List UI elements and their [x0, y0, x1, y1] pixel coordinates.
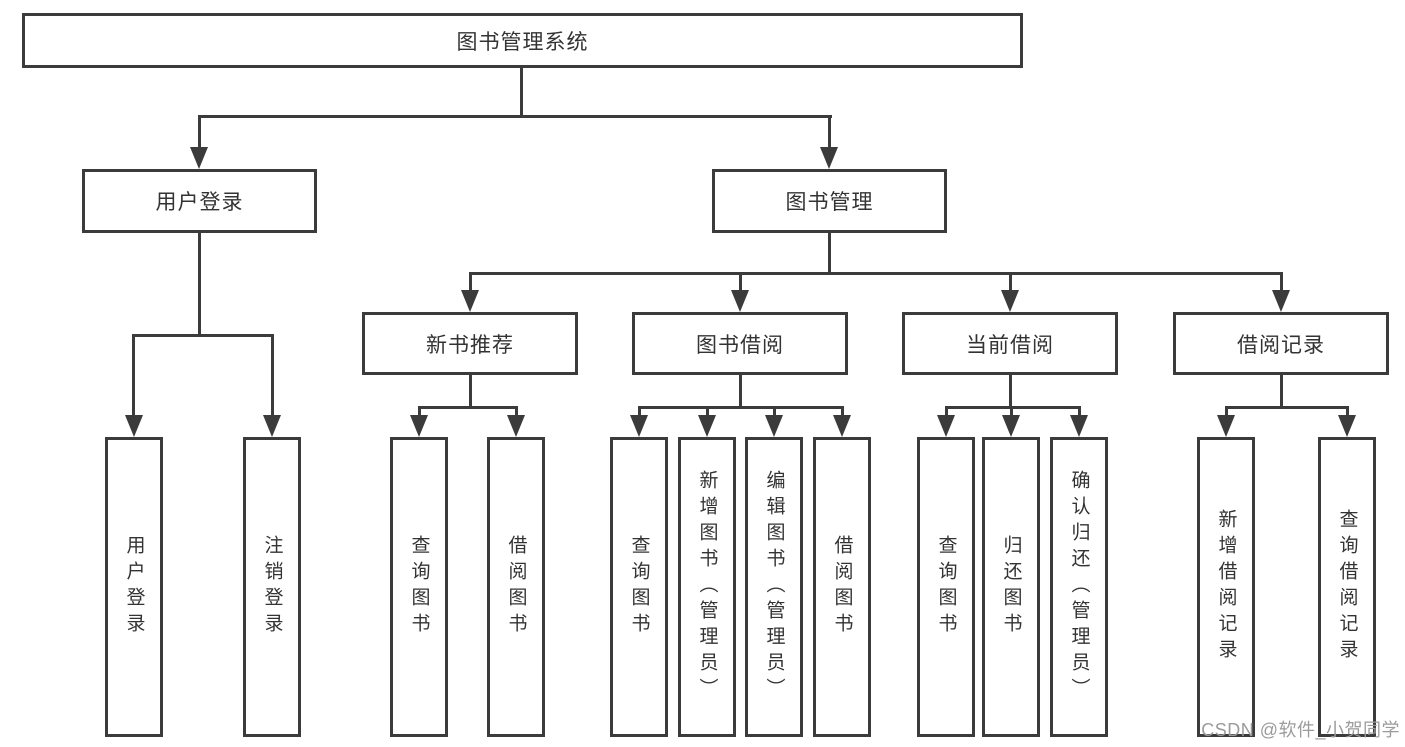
arrow-down-icon: [125, 415, 143, 437]
leaf-confirm-return-admin: 确认归还（管理员）: [1050, 437, 1108, 737]
node-library-management-system: 图书管理系统: [22, 13, 1023, 68]
connector-line: [469, 272, 1282, 275]
connector-line: [841, 406, 844, 418]
arrow-down-icon: [263, 415, 281, 437]
arrow-down-icon: [630, 415, 648, 437]
connector-line: [1346, 406, 1349, 418]
arrow-down-icon: [1002, 415, 1020, 437]
leaf-edit-book-admin: 编辑图书（管理员）: [745, 437, 803, 737]
node-new-book-recommend: 新书推荐: [362, 312, 578, 375]
node-borrow-records: 借阅记录: [1173, 312, 1389, 375]
connector-line: [638, 406, 641, 418]
connector-line: [132, 334, 135, 417]
connector-line: [469, 375, 472, 409]
leaf-borrow-books-recommend: 借阅图书: [487, 437, 545, 737]
connector-line: [520, 68, 523, 117]
node-current-borrow: 当前借阅: [902, 312, 1118, 375]
leaf-query-books-borrow: 查询图书: [610, 437, 668, 737]
connector-line: [418, 406, 518, 409]
node-user-login: 用户登录: [82, 169, 317, 233]
leaf-logout: 注销登录: [243, 437, 301, 737]
leaf-borrow-books: 借阅图书: [813, 437, 871, 737]
arrow-down-icon: [937, 415, 955, 437]
connector-line: [1280, 272, 1283, 292]
arrow-down-icon: [410, 415, 428, 437]
connector-line: [945, 406, 948, 418]
connector-line: [706, 406, 709, 418]
arrow-down-icon: [190, 147, 208, 169]
connector-line: [1010, 406, 1013, 418]
connector-line: [945, 406, 1081, 409]
connector-line: [1225, 406, 1228, 418]
leaf-query-books-recommend: 查询图书: [390, 437, 448, 737]
arrow-down-icon: [1001, 290, 1019, 312]
connector-line: [739, 375, 742, 409]
connector-line: [1078, 406, 1081, 418]
arrow-down-icon: [833, 415, 851, 437]
leaf-user-login: 用户登录: [105, 437, 163, 737]
connector-line: [828, 233, 831, 275]
arrow-down-icon: [1338, 415, 1356, 437]
arrow-down-icon: [461, 290, 479, 312]
leaf-add-book-admin: 新增图书（管理员）: [678, 437, 736, 737]
connector-line: [828, 115, 831, 149]
connector-line: [271, 334, 274, 417]
connector-line: [1225, 406, 1348, 409]
arrow-down-icon: [507, 415, 525, 437]
arrow-down-icon: [1070, 415, 1088, 437]
arrow-down-icon: [1272, 290, 1290, 312]
connector-line: [418, 406, 421, 418]
leaf-return-books: 归还图书: [982, 437, 1040, 737]
leaf-query-borrow-record: 查询借阅记录: [1318, 437, 1376, 737]
connector-line: [773, 406, 776, 418]
arrow-down-icon: [1217, 415, 1235, 437]
node-book-management: 图书管理: [712, 169, 947, 233]
connector-line: [132, 334, 274, 337]
leaf-query-books-current: 查询图书: [917, 437, 975, 737]
node-book-borrow: 图书借阅: [632, 312, 848, 375]
connector-line: [739, 272, 742, 292]
connector-line: [515, 406, 518, 418]
leaf-add-borrow-record: 新增借阅记录: [1197, 437, 1255, 737]
connector-line: [1280, 375, 1283, 409]
watermark: CSDN @软件_小贺同学: [1201, 720, 1400, 740]
connector-line: [638, 406, 844, 409]
arrow-down-icon: [698, 415, 716, 437]
connector-line: [198, 115, 201, 149]
connector-line: [1009, 272, 1012, 292]
connector-line: [469, 272, 472, 292]
connector-line: [198, 233, 201, 337]
arrow-down-icon: [731, 290, 749, 312]
connector-line: [1009, 375, 1012, 409]
arrow-down-icon: [765, 415, 783, 437]
connector-line: [198, 115, 832, 118]
arrow-down-icon: [820, 147, 838, 169]
